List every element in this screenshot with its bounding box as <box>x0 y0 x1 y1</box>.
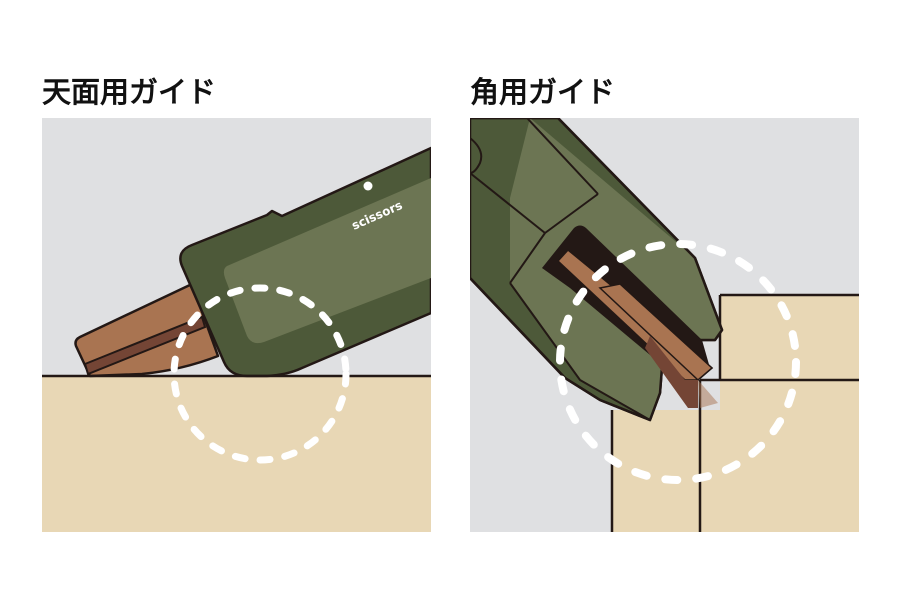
highlight-dashed-circle <box>170 284 350 464</box>
scissors-body-icon: scissors <box>179 146 431 378</box>
panel-title-corner-guide: 角用ガイド <box>470 75 616 109</box>
top-surface-guide-illustration: scissors <box>42 118 431 532</box>
box-corner <box>610 293 859 532</box>
top-surface-guide-svg: scissors <box>42 118 431 532</box>
corner-guide-illustration <box>470 118 859 532</box>
guide-blade-icon <box>74 282 220 378</box>
corner-guide-svg <box>470 118 859 532</box>
corner-guide-blade-icon <box>542 225 718 408</box>
brand-dot <box>363 181 373 191</box>
highlight-dashed-circle <box>556 240 800 484</box>
panel-title-top-surface-guide: 天面用ガイド <box>42 75 217 109</box>
